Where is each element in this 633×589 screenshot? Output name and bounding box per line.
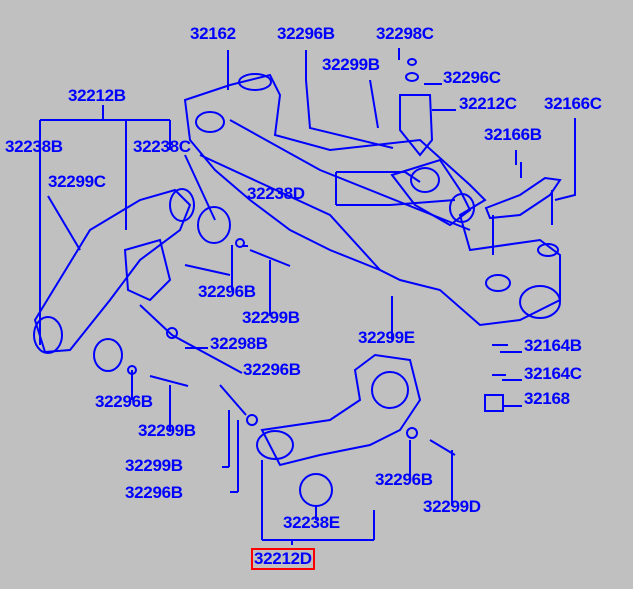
part-label-32299e[interactable]: 32299E bbox=[358, 328, 415, 347]
part-label-32212d-highlighted[interactable]: 32212D bbox=[251, 548, 315, 570]
part-label-32238e[interactable]: 32238E bbox=[283, 513, 340, 532]
part-label-32296b[interactable]: 32296B bbox=[277, 24, 335, 43]
part-label-32298c[interactable]: 32298C bbox=[376, 24, 434, 43]
part-label-32212c[interactable]: 32212C bbox=[459, 94, 517, 113]
part-label-32166c[interactable]: 32166C bbox=[544, 94, 602, 113]
part-label-32299b[interactable]: 32299B bbox=[138, 421, 196, 440]
part-label-32296b[interactable]: 32296B bbox=[198, 282, 256, 301]
part-label-32296b[interactable]: 32296B bbox=[95, 392, 153, 411]
upper-arm bbox=[33, 188, 291, 426]
part-label-32166b[interactable]: 32166B bbox=[484, 125, 542, 144]
lower-arm bbox=[256, 296, 508, 507]
part-label-32296b[interactable]: 32296B bbox=[125, 483, 183, 502]
part-label-32238c[interactable]: 32238C bbox=[133, 137, 191, 156]
part-label-32299b[interactable]: 32299B bbox=[322, 55, 380, 74]
bracket bbox=[484, 162, 562, 255]
part-label-32162[interactable]: 32162 bbox=[190, 24, 236, 43]
part-label-32296b[interactable]: 32296B bbox=[375, 470, 433, 489]
part-label-32299b[interactable]: 32299B bbox=[242, 308, 300, 327]
mount-bracket bbox=[390, 58, 475, 227]
part-label-32164b[interactable]: 32164B bbox=[524, 336, 582, 355]
part-label-32238b[interactable]: 32238B bbox=[5, 137, 63, 156]
part-label-32298b[interactable]: 32298B bbox=[210, 334, 268, 353]
crossmember bbox=[183, 73, 561, 327]
part-label-32212b[interactable]: 32212B bbox=[68, 86, 126, 105]
leader-lines bbox=[39, 48, 576, 545]
part-label-32296b[interactable]: 32296B bbox=[243, 360, 301, 379]
part-label-32164c[interactable]: 32164C bbox=[524, 364, 582, 383]
part-label-32299b[interactable]: 32299B bbox=[125, 456, 183, 475]
part-label-32238d[interactable]: 32238D bbox=[247, 184, 305, 203]
part-label-32299c[interactable]: 32299C bbox=[48, 172, 106, 191]
part-label-32296c[interactable]: 32296C bbox=[443, 68, 501, 87]
part-label-32299d[interactable]: 32299D bbox=[423, 497, 481, 516]
part-label-32168[interactable]: 32168 bbox=[524, 389, 570, 408]
